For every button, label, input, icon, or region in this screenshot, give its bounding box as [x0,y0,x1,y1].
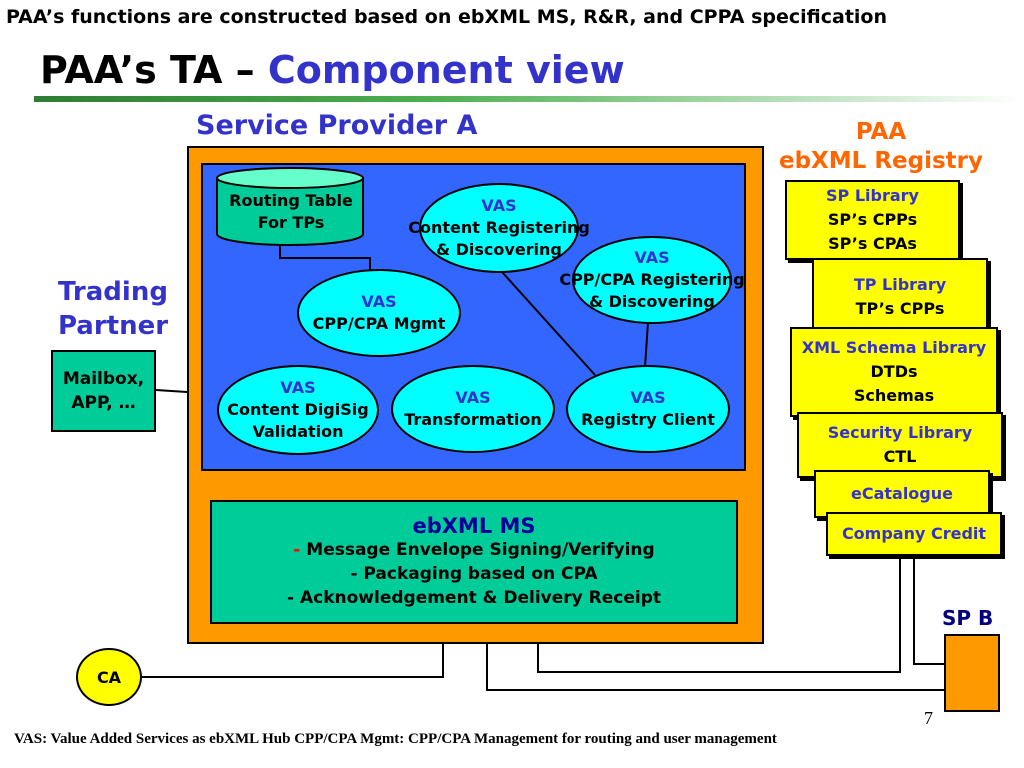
item-text: Acknowledgement & Delivery Receipt [299,588,661,608]
trading-partner-line1: Trading [58,277,168,307]
ebxml-ms-box: ebXML MS - Message Envelope Signing/Veri… [210,500,738,624]
vas-line1: CPP/CPA Registering [559,270,745,289]
vas-tag: VAS [361,292,397,311]
mailbox-line2: APP, … [71,393,136,413]
xml-schema-library-box: XML Schema Library DTDs Schemas [790,327,998,417]
vas-line2: & Discovering [436,240,562,259]
item-dash: - [293,540,301,560]
page-number: 7 [924,708,933,728]
footnote: VAS: Value Added Services as ebXML Hub C… [14,731,777,747]
sp-b-connector-bottom [486,644,944,691]
mailbox-line1: Mailbox, [62,369,145,389]
ebxml-ms-item: - Acknowledgement & Delivery Receipt [287,586,661,610]
library-line2: Schemas [853,386,935,405]
paa-label-line2: ebXML Registry [778,148,984,174]
mailbox-connector [155,389,188,393]
vas-tag: VAS [280,378,316,397]
title-main: PAA’s TA – [40,48,268,92]
routing-table-line1: Routing Table [229,191,353,210]
vas-tag: VAS [634,248,670,267]
page-title: PAA’s TA – Component view [40,48,625,92]
trading-partner-label: Trading Partner [40,275,186,343]
security-library-box: Security Library CTL [797,412,1003,478]
sp-b-label: SP B [942,606,994,630]
vas-tag: VAS [481,196,517,215]
top-note: PAA’s functions are constructed based on… [6,6,888,28]
item-text: Message Envelope Signing/Verifying [306,540,655,560]
library-line1: CTL [883,447,917,466]
title-accent: Component view [267,48,625,92]
vas-line2: Validation [252,422,344,441]
routing-table-line2: For TPs [257,213,325,232]
mailbox-app-box: Mailbox, APP, … [51,350,156,432]
cpa-registering-to-registry-client-line [644,321,649,368]
vas-line1: Registry Client [581,410,715,429]
registry-connector-2 [913,556,944,665]
item-text: Packaging based on CPA [363,564,598,584]
company-credit-box: Company Credit [826,512,1002,556]
vas-line1: Transformation [404,410,542,429]
vas-line1: Content DigiSig [227,400,369,419]
vas-cpp-cpa-registering-node: VAS CPP/CPA Registering & Discovering [559,236,745,324]
vas-line1: CPP/CPA Mgmt [312,314,446,333]
ebxml-ms-title: ebXML MS [412,514,536,538]
library-name: XML Schema Library [801,338,987,357]
item-dash: - [350,564,358,584]
registering-to-registry-client-line [501,271,596,376]
vas-content-digisig-node: VAS Content DigiSig Validation [217,365,379,455]
vas-cpp-cpa-mgmt-node: VAS CPP/CPA Mgmt [297,269,461,357]
vas-tag: VAS [630,388,666,407]
ecatalogue-box: eCatalogue [814,470,990,518]
library-line1: DTDs [870,362,918,381]
vas-line1: Content Registering [408,218,590,237]
trading-partner-line2: Partner [57,311,169,341]
sp-b-box [944,634,1000,712]
library-name: TP Library [853,275,947,294]
library-name: eCatalogue [850,484,953,503]
library-line1: TP’s CPPs [855,299,945,318]
sp-library-box: SP Library SP’s CPPs SP’s CPAs [785,180,960,260]
item-dash: - [286,588,295,608]
ca-connector [142,644,444,678]
ca-node: CA [76,648,142,706]
library-name: Security Library [827,423,973,442]
cylinder-body [216,178,364,246]
paa-registry-label: PAA ebXML Registry [770,118,992,176]
vas-transformation-node: VAS Transformation [391,365,555,453]
routing-table-connector [279,244,371,270]
vas-line2: & Discovering [589,292,715,311]
library-name: SP Library [826,186,919,205]
cylinder-top [216,167,364,189]
vas-content-registering-node: VAS Content Registering & Discovering [408,183,590,273]
ca-label: CA [96,667,122,687]
routing-table-label: Routing Table For TPs [214,190,368,234]
tp-library-box: TP Library TP’s CPPs [812,258,988,336]
library-name: Company Credit [841,524,987,543]
ebxml-ms-item: - Packaging based on CPA [350,562,597,586]
vas-tag: VAS [455,388,491,407]
registry-connector-1 [537,556,901,673]
library-line2: SP’s CPAs [828,234,917,253]
title-underline [34,96,1024,102]
ebxml-ms-item: - Message Envelope Signing/Verifying [293,538,654,562]
service-provider-a-label: Service Provider A [196,110,478,141]
paa-label-line1: PAA [855,119,907,145]
routing-table-cylinder [216,167,364,246]
library-line1: SP’s CPPs [827,210,918,229]
vas-registry-client-node: VAS Registry Client [566,365,730,453]
